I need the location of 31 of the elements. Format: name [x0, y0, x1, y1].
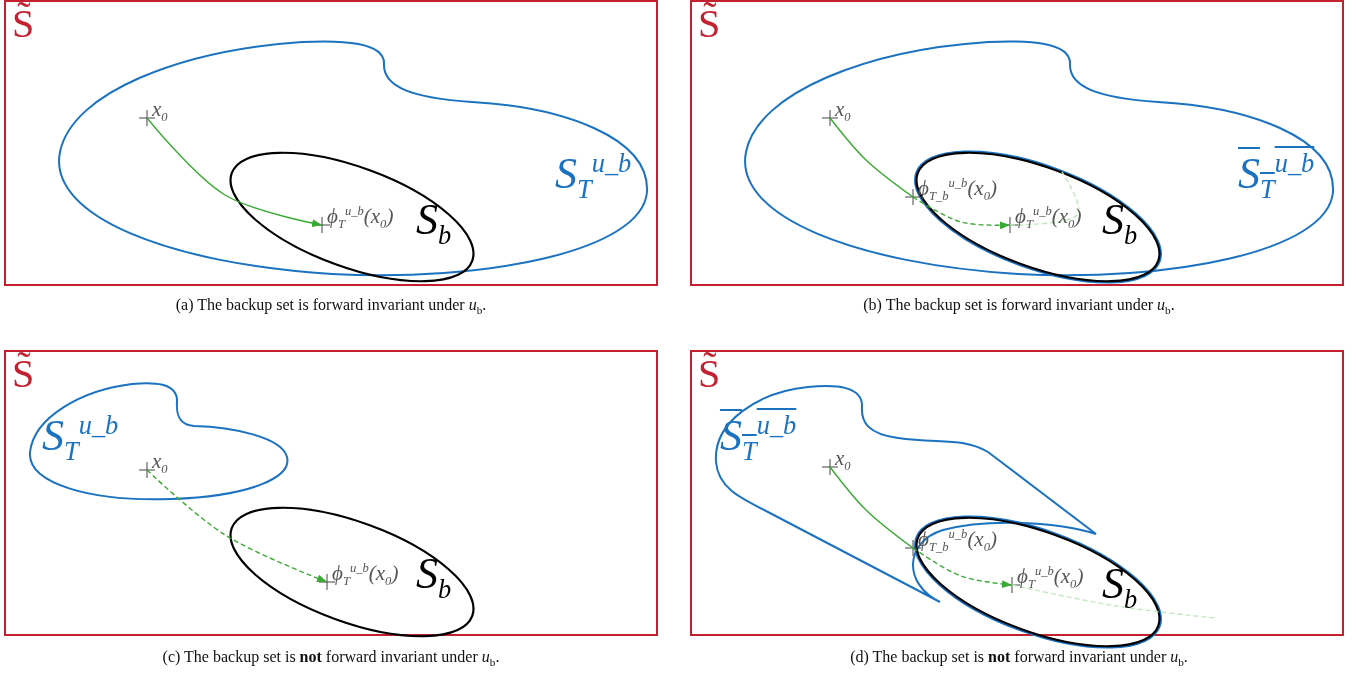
- set-label: S$_{b}$: [416, 198, 452, 242]
- panel-frame: [4, 0, 658, 286]
- trajectory-arrow: [146, 117, 323, 228]
- trajectory-arrow: [912, 547, 1013, 589]
- point-label: ϕ$_{T}$$^{u_b}$(x$_{0}$): [1014, 543, 1084, 587]
- set-ellipse: [914, 151, 1162, 283]
- set-label: S̃: [12, 4, 35, 44]
- trajectory-arrow: [912, 196, 1011, 230]
- figure-caption: (d) The backup set is not forward invariant under u$_{b}$.: [850, 648, 1188, 669]
- set-label: S̃: [698, 354, 721, 394]
- figure-caption: (b) The backup set is forward invariant under u$_{b}$.: [863, 296, 1175, 317]
- point-label: ϕ$_{T}$$^{u_b}$(x$_{0}$): [1012, 183, 1082, 227]
- set-label: S$_{b}$: [416, 552, 452, 596]
- point-label: x$_{0}$: [149, 442, 168, 472]
- point-label: x$_{0}$: [832, 439, 851, 469]
- set-label: S̃: [698, 4, 721, 44]
- point-label: ϕ$_{T}$$^{u_b}$(x$_{0}$): [329, 540, 399, 584]
- panel-frame: [690, 0, 1344, 286]
- point-label: ϕ$_{T}$$^{u_b}$(x$_{0}$): [324, 183, 394, 227]
- panel-frame: [4, 350, 658, 636]
- point-label: x$_{0}$: [832, 90, 851, 120]
- set-ellipse: [228, 506, 476, 638]
- figure-caption: (a) The backup set is forward invariant under u$_{b}$.: [175, 296, 487, 317]
- set-label: S̃: [12, 354, 35, 394]
- point-label: x$_{0}$: [149, 90, 168, 120]
- set-label: S$_{b}$: [1102, 198, 1138, 242]
- trajectory-arrow: [146, 469, 328, 583]
- set-ellipse: [228, 151, 476, 283]
- figure-caption: (c) The backup set is not forward invariant under u$_{b}$.: [162, 648, 500, 669]
- set-ellipse: [914, 516, 1162, 648]
- set-label: S$_{b}$: [1102, 562, 1138, 606]
